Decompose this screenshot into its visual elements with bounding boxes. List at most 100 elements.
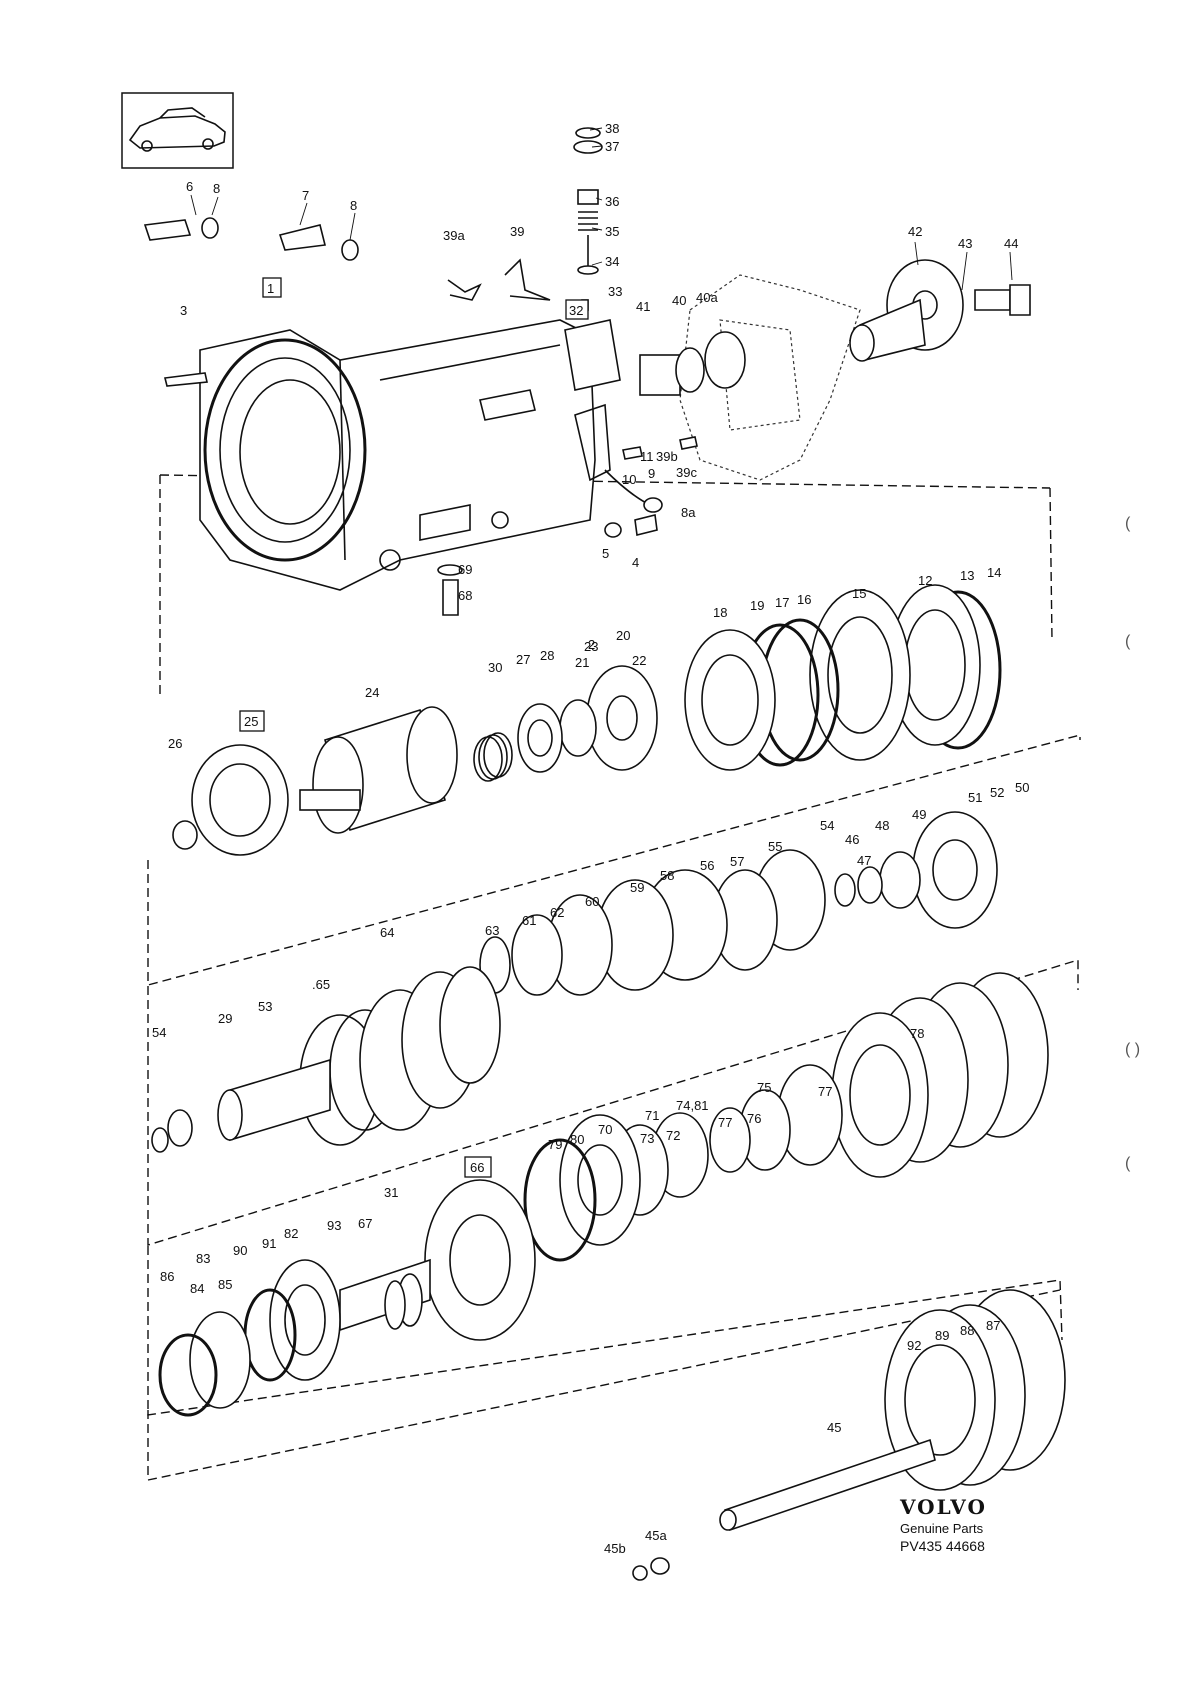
- callout: 56: [700, 858, 714, 873]
- callout: 24: [365, 685, 379, 700]
- callout: 36: [605, 194, 619, 209]
- callout: 11: [640, 449, 654, 464]
- callout: 57: [730, 854, 744, 869]
- callout: 34: [605, 254, 619, 269]
- callout: 58: [660, 868, 674, 883]
- callout: 39b: [656, 449, 678, 464]
- callout: 85: [218, 1277, 232, 1292]
- callout: 86: [160, 1269, 174, 1284]
- callout: 67: [358, 1216, 372, 1231]
- callout: 33: [608, 284, 622, 299]
- callout: .65: [312, 977, 330, 992]
- callout: 30: [488, 660, 502, 675]
- boxed-callout: 25: [244, 714, 258, 729]
- callout: 64: [380, 925, 394, 940]
- callout: 54: [820, 818, 834, 833]
- row2-components: [473, 584, 1002, 782]
- callout: 50: [1015, 780, 1029, 795]
- callout: 93: [327, 1218, 341, 1233]
- callout: 16: [797, 592, 811, 607]
- callout: 77: [818, 1084, 832, 1099]
- callout: 40: [672, 293, 686, 308]
- callout: 13: [960, 568, 974, 583]
- callout: 41: [636, 299, 650, 314]
- callout: 90: [233, 1243, 247, 1258]
- callout: 8a: [681, 505, 696, 520]
- callout: 91: [262, 1236, 276, 1251]
- callout: 8: [213, 181, 220, 196]
- callout: 6: [186, 179, 193, 194]
- callout: 47: [857, 853, 871, 868]
- brand-subtitle: Genuine Parts: [900, 1521, 984, 1536]
- callout: 23: [584, 639, 598, 654]
- callout: 35: [605, 224, 619, 239]
- callout: 15: [852, 586, 866, 601]
- callout: 42: [908, 224, 922, 239]
- boxed-callouts: 1 32 25 66: [239, 277, 589, 1178]
- volvo-logo: VOLVO: [900, 1495, 987, 1519]
- callout: 10: [622, 472, 636, 487]
- callout: 87: [986, 1318, 1000, 1333]
- callout: 19: [750, 598, 764, 613]
- callout: 31: [384, 1185, 398, 1200]
- callout: 53: [258, 999, 272, 1014]
- callout: 59: [630, 880, 644, 895]
- callout: 9: [648, 466, 655, 481]
- callout: 88: [960, 1323, 974, 1338]
- callout: 26: [168, 736, 182, 751]
- callout: 5: [602, 546, 609, 561]
- margin-mark: (: [1125, 633, 1131, 650]
- callout: 72: [666, 1128, 680, 1143]
- callout: 46: [845, 832, 859, 847]
- margin-mark: ( ): [1125, 1041, 1141, 1058]
- top-fittings: [143, 217, 698, 616]
- extension-housing: [679, 274, 861, 481]
- callout: 20: [616, 628, 630, 643]
- callout: 75: [757, 1080, 771, 1095]
- parking-pawl-assembly: [564, 127, 746, 513]
- callout: 69: [458, 562, 472, 577]
- transmission-case: [199, 319, 596, 591]
- leader-lines: [190, 127, 1013, 291]
- callout: 2: [588, 637, 595, 652]
- callout: 61: [522, 913, 536, 928]
- callout: 8: [350, 198, 357, 213]
- callout: 68: [458, 588, 472, 603]
- callout: 63: [485, 923, 499, 938]
- vehicle-thumbnail: [121, 92, 234, 169]
- callout: 39c: [676, 465, 697, 480]
- callout: 27: [516, 652, 530, 667]
- callout: 40a: [696, 290, 718, 305]
- callout: 60: [585, 894, 599, 909]
- callout: 78: [910, 1026, 924, 1041]
- callout: 39: [510, 224, 524, 239]
- callout: 44: [1004, 236, 1018, 251]
- callout: 76: [747, 1111, 761, 1126]
- callout: 80: [570, 1132, 584, 1147]
- callout: 82: [284, 1226, 298, 1241]
- boxed-callout: 32: [569, 303, 583, 318]
- callout: 28: [540, 648, 554, 663]
- callout: 49: [912, 807, 926, 822]
- callout: 84: [190, 1281, 204, 1296]
- reference-number: PV435 44668: [900, 1538, 985, 1554]
- row5-components: [158, 1179, 536, 1417]
- brand-block: VOLVO Genuine Parts PV435 44668: [900, 1495, 1060, 1554]
- callout: 22: [632, 653, 646, 668]
- output-flange: [849, 259, 1031, 362]
- callout: 45: [827, 1420, 841, 1435]
- callout: 62: [550, 905, 564, 920]
- callout: 7: [302, 188, 309, 203]
- margin-mark: (: [1125, 1155, 1131, 1172]
- callout: 45b: [604, 1541, 626, 1556]
- callout: 21: [575, 655, 589, 670]
- callout: 18: [713, 605, 727, 620]
- callout: 79: [548, 1137, 562, 1152]
- row4-components: [151, 966, 1049, 1262]
- callout: 38: [605, 121, 619, 136]
- callout: 70: [598, 1122, 612, 1137]
- callout: 51: [968, 790, 982, 805]
- callout: 3: [180, 303, 187, 318]
- callout: 92: [907, 1338, 921, 1353]
